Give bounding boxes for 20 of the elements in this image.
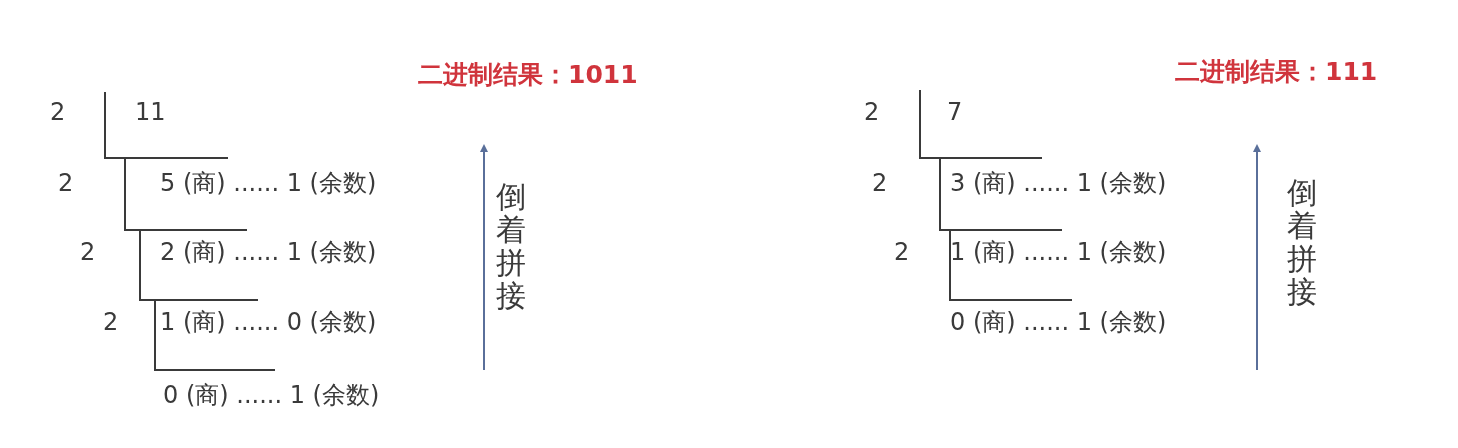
divisor-number: 2: [872, 168, 888, 198]
divisor-number: 2: [80, 237, 96, 267]
dividend-number: 7: [947, 97, 963, 127]
quotient-remainder-text: 0 (商) ...... 1 (余数): [163, 380, 380, 410]
divisor-number: 2: [58, 168, 74, 198]
divisor-number: 2: [50, 97, 66, 127]
quotient-remainder-text: 5 (商) ...... 1 (余数): [160, 168, 377, 198]
quotient-remainder-text: 2 (商) ...... 1 (余数): [160, 237, 377, 267]
binary-result-text: 二进制结果：1011: [418, 60, 638, 90]
reverse-concat-note: 倒着拼接: [496, 180, 526, 312]
quotient-remainder-text: 1 (商) ...... 0 (余数): [160, 307, 377, 337]
quotient-remainder-text: 0 (商) ...... 1 (余数): [950, 307, 1167, 337]
quotient-remainder-text: 3 (商) ...... 1 (余数): [950, 168, 1167, 198]
dividend-number: 11: [135, 97, 166, 127]
divisor-number: 2: [103, 307, 119, 337]
binary-result-text: 二进制结果：111: [1175, 57, 1378, 87]
quotient-remainder-text: 1 (商) ...... 1 (余数): [950, 237, 1167, 267]
divisor-number: 2: [864, 97, 880, 127]
divisor-number: 2: [894, 237, 910, 267]
reverse-concat-note: 倒着拼接: [1287, 176, 1317, 308]
